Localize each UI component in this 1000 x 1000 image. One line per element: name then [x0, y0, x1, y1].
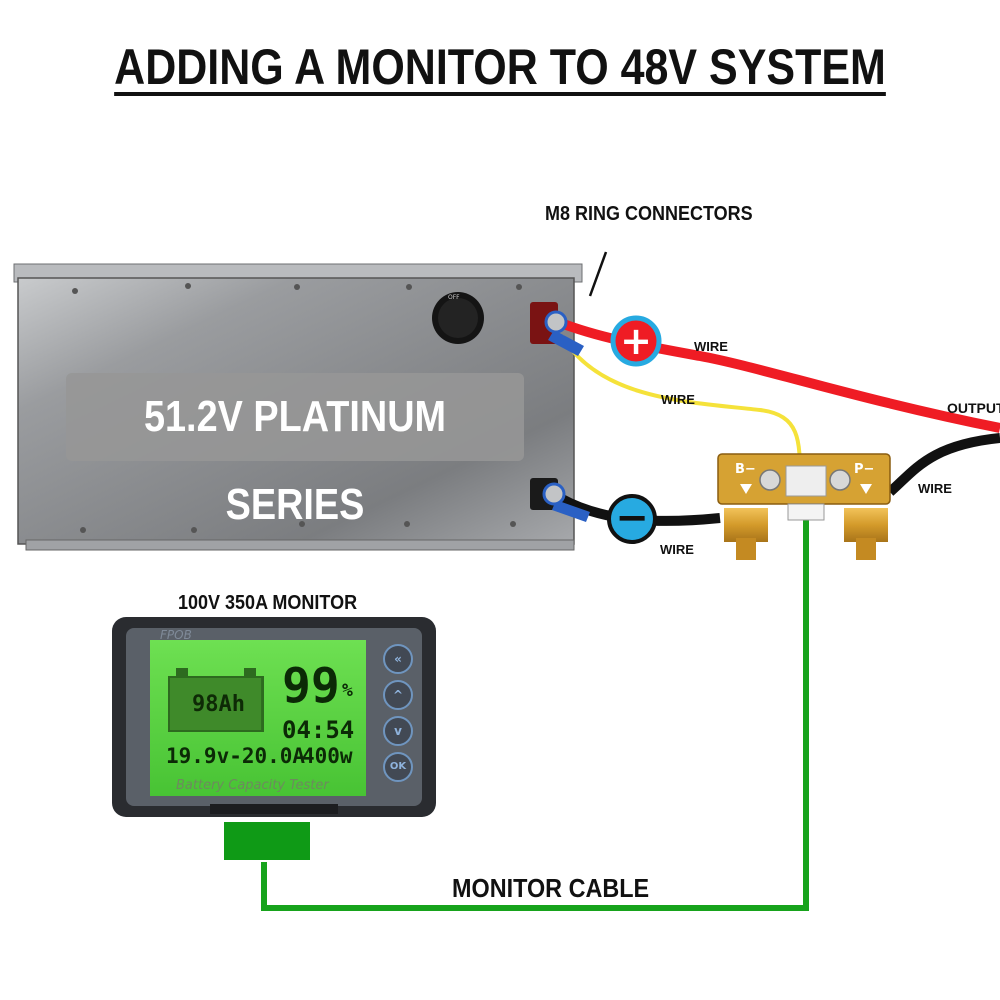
battery-label: 51.2V PLATINUM SERIES [66, 373, 524, 529]
shunt [717, 453, 891, 560]
wire-output-label: WIRE [918, 481, 952, 496]
lcd-percent: 99 [282, 658, 340, 714]
knob-text: OFF [448, 294, 460, 301]
output-negative-wire [886, 433, 1000, 496]
monitor-cable-label: MONITOR CABLE [452, 873, 650, 903]
output-label: OUTPUT [947, 400, 1000, 416]
monitor-back-button[interactable]: « [383, 644, 413, 674]
monitor-title: 100V 350A MONITOR [178, 592, 358, 614]
negative-ring-connector [542, 482, 590, 522]
monitor-cable [261, 520, 809, 911]
wire-yellow-label: WIRE [661, 392, 695, 407]
case-screws [72, 283, 522, 533]
page-title: ADDING A MONITOR TO 48V SYSTEM [114, 39, 886, 95]
monitor-device [112, 617, 436, 817]
monitor-down-button[interactable]: v [383, 716, 413, 746]
lcd-power: 400w [302, 744, 353, 768]
lcd-time: 04:54 [282, 716, 355, 744]
positive-terminal-icon [610, 315, 662, 367]
leader-line [588, 251, 608, 297]
positive-symbol: + [620, 319, 652, 363]
shunt-b-label: B− [735, 462, 756, 477]
positive-wire [556, 317, 1000, 433]
positive-ring-connector [544, 310, 584, 356]
negative-terminal-icon [607, 494, 657, 544]
monitor-ok-button[interactable]: OK [383, 752, 413, 782]
monitor-up-button[interactable]: ^ [383, 680, 413, 710]
monitor-brand: FPOB [160, 628, 192, 642]
yellow-sense-wire [560, 334, 802, 481]
shunt-p-label: P− [854, 462, 875, 477]
monitor-cable-plug [224, 822, 310, 860]
wire-positive-label: WIRE [694, 339, 728, 354]
lcd-voltage-current: 19.9v-20.0A [166, 744, 306, 768]
ring-connectors-label: M8 RING CONNECTORS [545, 203, 753, 225]
lcd-percent-unit: % [342, 680, 353, 701]
negative-symbol: − [615, 495, 649, 541]
wire-negative-label: WIRE [660, 542, 694, 557]
lcd-capacity: 98Ah [192, 692, 245, 717]
lcd-footer: Battery Capacity Tester [176, 778, 329, 793]
